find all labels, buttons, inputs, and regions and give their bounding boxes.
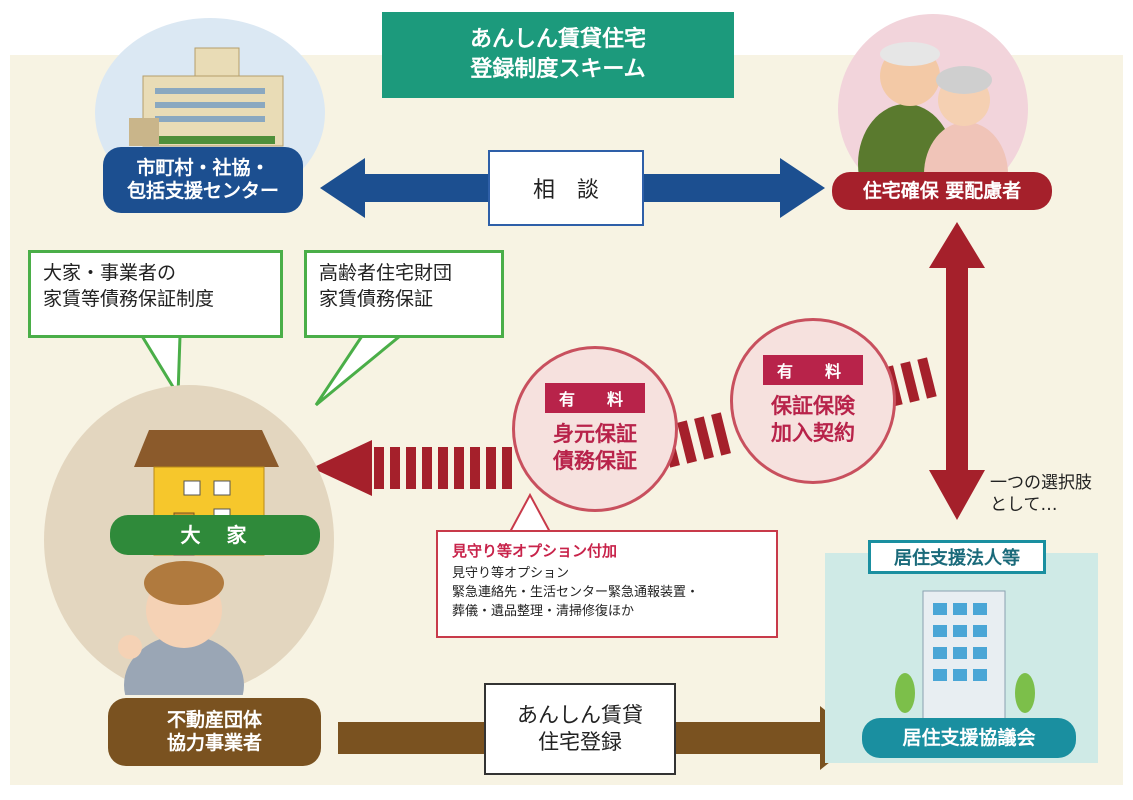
foundation-line2: 家賃債務保証 — [319, 287, 434, 310]
municipal-line2: 包括支援センター — [126, 180, 279, 202]
fee-circle-insurance: 有 料 保証保険 加入契約 — [730, 318, 896, 484]
landlord-guarantee-line2: 家賃等債務保証制度 — [43, 287, 215, 310]
foundation-guarantee-callout: 高齢者住宅財団 家賃債務保証 — [304, 250, 504, 338]
title-line1: あんしん賃貸住宅 — [469, 27, 646, 53]
foundation-line1: 高齢者住宅財団 — [319, 262, 453, 284]
fee1-line2: 債務保証 — [553, 449, 637, 473]
options-line1: 見守り等オプション — [452, 566, 570, 581]
requirer-label: 住宅確保 要配慮者 — [832, 172, 1052, 210]
fee-badge-2: 有 料 — [762, 354, 863, 385]
fee-badge-1: 有 料 — [544, 382, 645, 413]
options-line3: 葬儀・遺品整理・清掃修復ほか — [452, 603, 635, 619]
guarantee-dash-arrow — [312, 357, 937, 496]
landlord-guarantee-callout: 大家・事業者の 家賃等債務保証制度 — [28, 250, 283, 338]
fee2-line1: 保証保険 — [771, 393, 855, 418]
register-label: あんしん賃貸 住宅登録 — [484, 683, 676, 775]
landlord-label: 大 家 — [110, 515, 320, 555]
city-hall-icon — [129, 47, 284, 147]
scheme-title: あんしん賃貸住宅 登録制度スキーム — [382, 12, 734, 98]
choice-note: 一つの選択肢 として… — [990, 472, 1120, 516]
choice-line1: 一つの選択肢 — [990, 473, 1092, 493]
fee-circle-guarantee: 有 料 身元保証 債務保証 — [512, 346, 678, 512]
vertical-arrow — [929, 222, 985, 520]
landlord-guarantee-line1: 大家・事業者の — [43, 262, 177, 284]
realestate-line1: 不動産団体 — [166, 709, 262, 732]
register-line2: 住宅登録 — [538, 730, 622, 754]
realestate-line2: 協力事業者 — [166, 732, 262, 754]
office-building-icon — [895, 590, 1035, 724]
choice-line2: として… — [990, 495, 1058, 516]
options-title: 見守り等オプション付加 — [452, 542, 618, 560]
options-tail — [508, 492, 552, 533]
realtor-person-icon — [118, 561, 244, 695]
options-callout: 見守り等オプション付加 見守り等オプション 緊急連絡先・生活センター緊急通報装置… — [436, 530, 778, 638]
municipal-label: 市町村・社協・ 包括支援センター — [103, 147, 303, 213]
support-corp-label: 居住支援法人等 — [868, 540, 1046, 574]
fee2-line2: 加入契約 — [771, 421, 855, 445]
title-line2: 登録制度スキーム — [470, 57, 646, 82]
consult-label: 相 談 — [488, 150, 644, 226]
fee1-line1: 身元保証 — [553, 421, 637, 446]
register-line1: あんしん賃貸 — [517, 702, 643, 727]
options-line2: 緊急連絡先・生活センター緊急通報装置・ — [452, 584, 700, 600]
municipal-line1: 市町村・社協・ — [136, 157, 270, 180]
realestate-label: 不動産団体 協力事業者 — [108, 698, 321, 766]
council-label: 居住支援協議会 — [862, 718, 1076, 758]
